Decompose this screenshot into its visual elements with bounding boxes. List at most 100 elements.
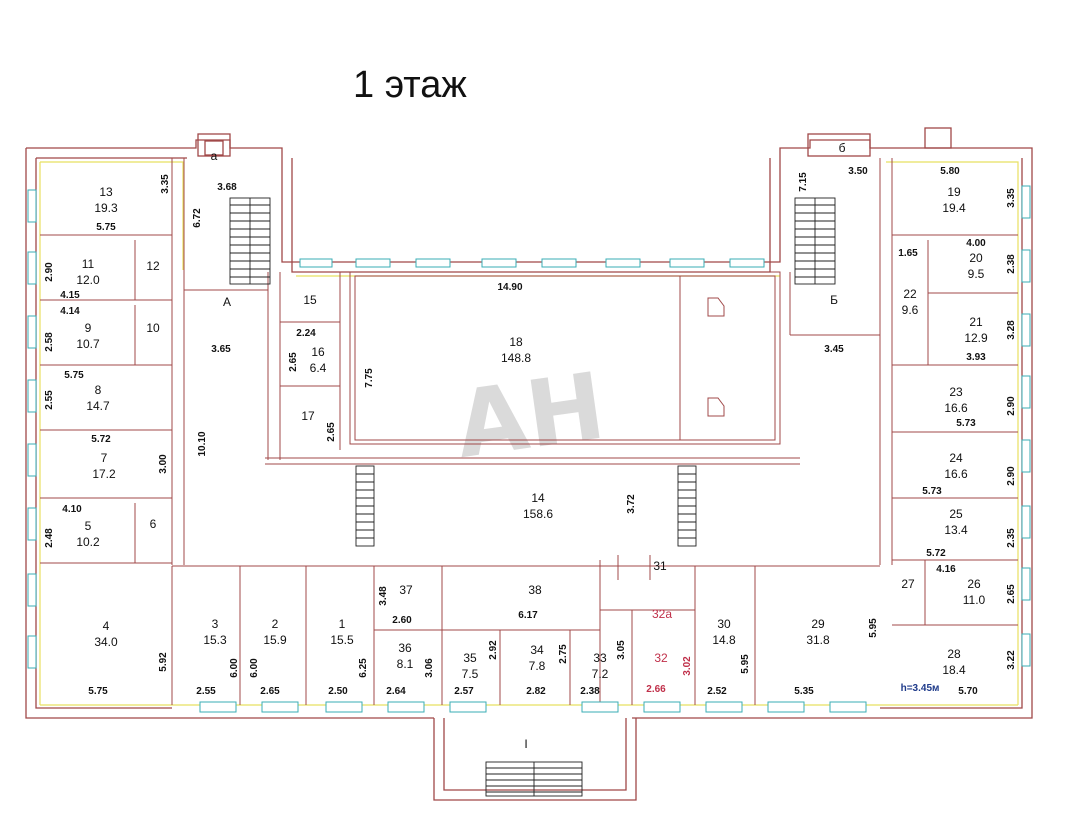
room-9-number: 9: [85, 321, 92, 335]
room-11-number: 11: [82, 257, 95, 271]
room-1-area: 15.5: [330, 633, 354, 647]
stair-a-label: а: [211, 149, 218, 163]
room-22-number: 22: [903, 287, 917, 301]
dimension: 2.24: [296, 328, 316, 339]
dimension: 4.15: [60, 290, 80, 301]
room-18-number: 18: [509, 335, 523, 349]
room-7-area: 17.2: [92, 467, 116, 481]
dimension: 5.72: [91, 434, 111, 445]
room-7-number: 7: [101, 451, 108, 465]
room-3-number: 3: [212, 617, 219, 631]
dimension: 2.52: [707, 686, 727, 697]
room-34-area: 7.8: [529, 659, 546, 673]
room-4-number: 4: [103, 619, 110, 633]
dimension: 2.58: [44, 332, 55, 352]
room-31-number: 31: [653, 559, 667, 573]
room-36-area: 8.1: [397, 657, 414, 671]
dimension: 2.90: [1006, 396, 1017, 416]
windows: [27, 185, 1031, 713]
dimension: 14.90: [497, 282, 522, 293]
room-35-number: 35: [463, 651, 477, 665]
floor-title: 1 этаж: [353, 64, 467, 106]
dimension: 2.65: [326, 422, 337, 442]
dimension: 4.16: [936, 564, 956, 575]
room-12-number: 12: [146, 259, 160, 273]
stair-b-label: б: [839, 141, 846, 155]
room-2-area: 15.9: [263, 633, 287, 647]
dimension: 5.75: [64, 370, 84, 381]
room-29-number: 29: [811, 617, 825, 631]
dimension: 2.64: [386, 686, 406, 697]
dimension: 2.90: [1006, 466, 1017, 486]
room-17-number: 17: [301, 409, 315, 423]
dimension: 3.50: [848, 166, 868, 177]
dimension: 2.75: [558, 644, 569, 664]
room-21-area: 12.9: [964, 331, 988, 345]
main-entrance-label: I: [524, 737, 527, 751]
room-32a-number: 32а: [652, 607, 672, 621]
dimension: 6.00: [229, 658, 240, 678]
dimension: 7.15: [798, 172, 809, 192]
dimension: 3.65: [211, 344, 231, 355]
room-25-area: 13.4: [944, 523, 968, 537]
entrance-a-label: А: [223, 295, 231, 309]
dimension: 5.72: [926, 548, 946, 559]
room-21-number: 21: [969, 315, 983, 329]
dimension: 2.60: [392, 615, 412, 626]
ceiling-height-note: h=3.45м: [901, 683, 940, 694]
dimension: 5.70: [958, 686, 978, 697]
dimension: 2.55: [196, 686, 216, 697]
room-25-number: 25: [949, 507, 963, 521]
dimension: 6.17: [518, 610, 538, 621]
room-8-number: 8: [95, 383, 102, 397]
room-4-area: 34.0: [94, 635, 118, 649]
watermark: АН: [449, 352, 611, 479]
dimension: 4.00: [966, 238, 986, 249]
room-1-number: 1: [339, 617, 346, 631]
dimension: 2.90: [44, 262, 55, 282]
dimension: 3.45: [824, 344, 844, 355]
room-38-number: 38: [528, 583, 542, 597]
dimension: 2.92: [488, 640, 499, 660]
room-10-number: 10: [146, 321, 160, 335]
room-13-number: 13: [99, 185, 113, 199]
room-5-area: 10.2: [76, 535, 100, 549]
room-23-number: 23: [949, 385, 963, 399]
room-2-number: 2: [272, 617, 279, 631]
dimension: 5.75: [96, 222, 116, 233]
room-26-area: 11.0: [963, 593, 986, 607]
dimension: 3.00: [158, 454, 169, 474]
dimension: 5.95: [740, 654, 751, 674]
room-14-number: 14: [531, 491, 545, 505]
room-3-area: 15.3: [203, 633, 227, 647]
dimension: 5.73: [922, 486, 942, 497]
dimension: 2.65: [288, 352, 299, 372]
room-5-number: 5: [85, 519, 92, 533]
room-34-number: 34: [530, 643, 544, 657]
room-14-area: 158.6: [523, 507, 553, 521]
dimension: 5.35: [794, 686, 814, 697]
room-20-area: 9.5: [968, 267, 985, 281]
dimension: 3.35: [160, 174, 171, 194]
room-18-area: 148.8: [501, 351, 531, 365]
dimension: 3.48: [378, 586, 389, 606]
dimension: 10.10: [197, 431, 208, 456]
room-16-number: 16: [311, 345, 325, 359]
room-37-number: 37: [399, 583, 413, 597]
dimension: 2.48: [44, 528, 55, 548]
room-32-number: 32: [654, 651, 668, 665]
dimension: 6.72: [192, 208, 203, 228]
dimension: 2.35: [1006, 528, 1017, 548]
room-labels: 13 19.3 11 12.0 12 9 10.7 10 8 14.7 7 17…: [76, 141, 988, 751]
room-27-number: 27: [901, 577, 915, 591]
room-26-number: 26: [967, 577, 981, 591]
dimension-labels: 3.35 5.75 3.68 6.72 2.90 4.15 4.14 2.58 …: [44, 166, 1017, 697]
dimension: 5.95: [868, 618, 879, 638]
dimension: 4.10: [62, 504, 82, 515]
room-19-area: 19.4: [942, 201, 966, 215]
room-36-number: 36: [398, 641, 412, 655]
room-15-number: 15: [303, 293, 317, 307]
dimension: 3.35: [1006, 188, 1017, 208]
room-9-area: 10.7: [76, 337, 100, 351]
dimension: 2.38: [580, 686, 600, 697]
